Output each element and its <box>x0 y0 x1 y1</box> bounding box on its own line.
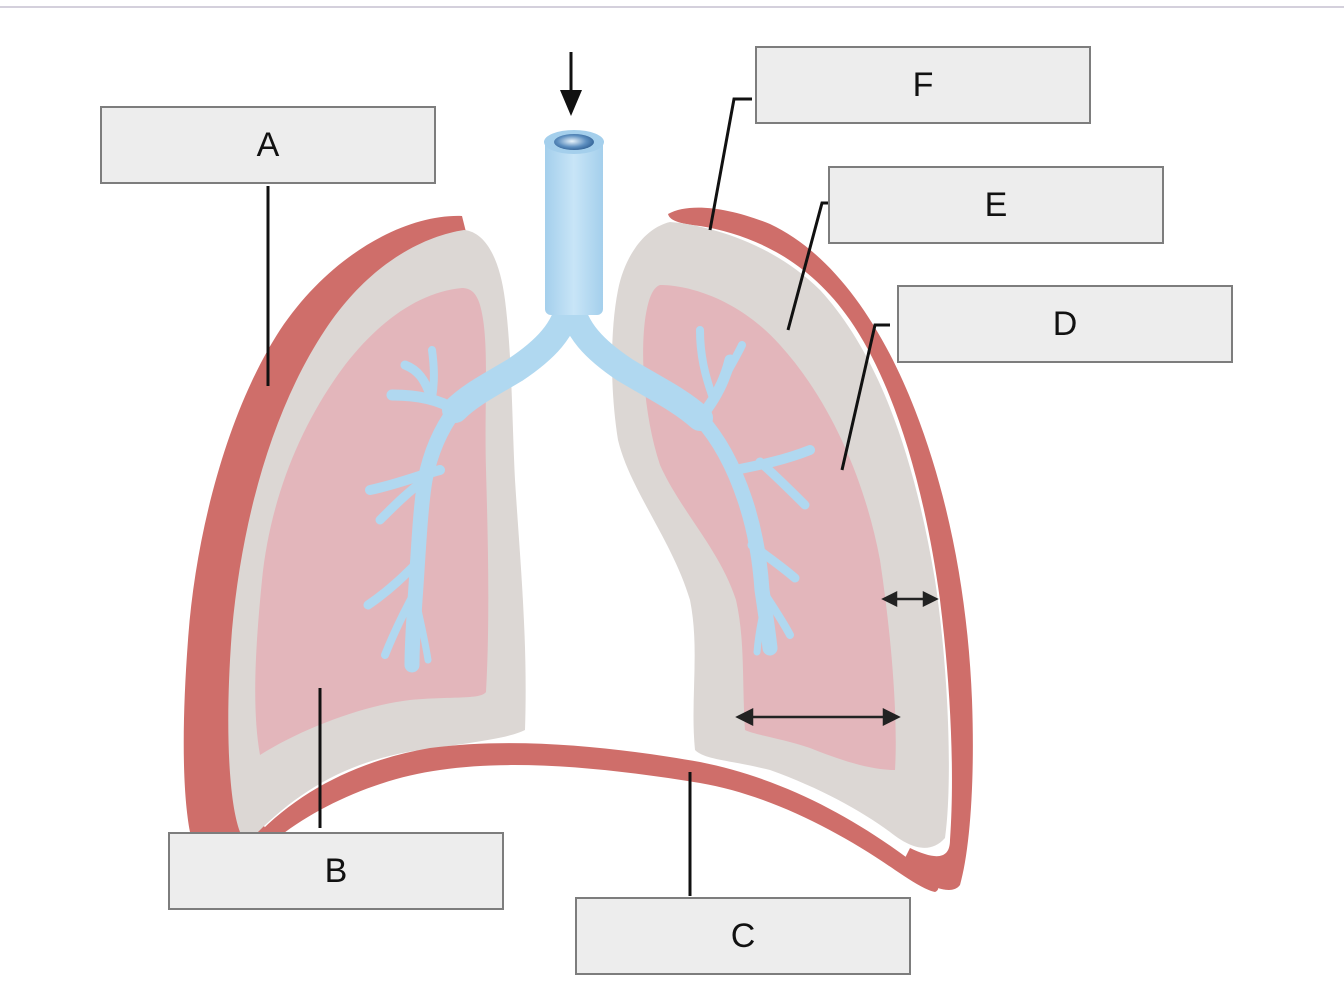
bronchial-tree <box>363 287 815 673</box>
label-d-text: D <box>1052 304 1078 343</box>
left-parietal-pleura <box>183 215 466 832</box>
label-box-f[interactable]: F <box>755 46 1091 124</box>
label-f-text: F <box>912 65 934 104</box>
label-box-a[interactable]: A <box>100 106 436 184</box>
label-box-c[interactable]: C <box>575 897 911 975</box>
top-divider <box>0 6 1344 8</box>
label-box-b[interactable]: B <box>168 832 504 910</box>
trachea <box>545 140 603 315</box>
label-a-text: A <box>256 125 280 164</box>
airflow-arrow <box>560 52 582 116</box>
label-b-text: B <box>324 851 348 890</box>
label-c-text: C <box>730 916 756 955</box>
label-e-text: E <box>984 185 1008 224</box>
right-parietal-pleura <box>668 207 973 890</box>
pleural-gap-arrow <box>881 590 939 608</box>
trachea-opening-hole <box>554 134 594 150</box>
lung-width-arrow <box>735 707 901 727</box>
leader-line-d <box>840 323 890 471</box>
label-box-d[interactable]: D <box>897 285 1233 363</box>
label-box-e[interactable]: E <box>828 166 1164 244</box>
leader-line-f <box>708 97 752 231</box>
leader-line-e <box>786 201 828 331</box>
